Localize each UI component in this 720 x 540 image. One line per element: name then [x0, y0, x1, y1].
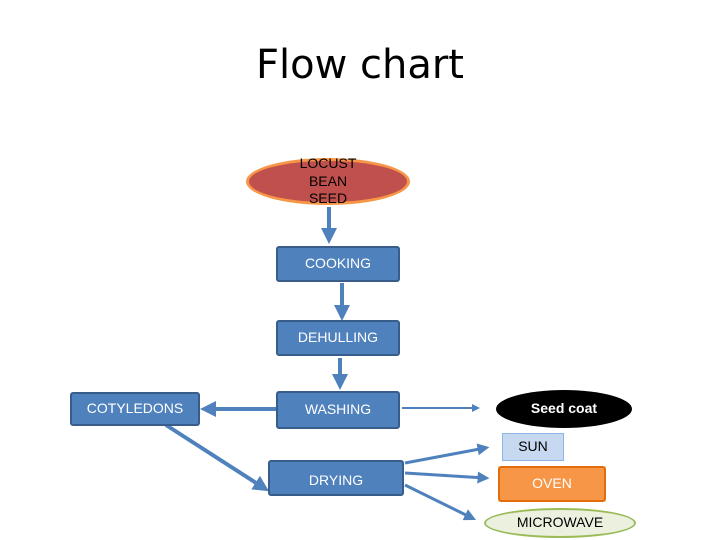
node-label: COTYLEDONS	[86, 400, 184, 417]
node-dehulling: DEHULLING	[276, 320, 400, 356]
node-oven: OVEN	[498, 466, 606, 502]
node-label: SUN	[518, 438, 548, 455]
node-label: WASHING	[304, 401, 372, 418]
node-microwave: MICROWAVE	[484, 508, 636, 538]
node-label: OVEN	[532, 475, 572, 492]
page-title: Flow chart	[255, 42, 464, 88]
node-locust-bean-seed: LOCUST BEAN SEED	[246, 155, 410, 207]
node-label: LOCUST BEAN SEED	[299, 155, 357, 207]
arrow-drying-to-microwave	[404, 483, 477, 521]
arrow-cotyledons-to-drying	[164, 423, 270, 492]
node-drying: DRYING	[268, 460, 404, 496]
node-sun: SUN	[502, 433, 564, 461]
node-label: COOKING	[304, 255, 372, 272]
node-cotyledons: COTYLEDONS	[70, 392, 200, 426]
node-label: DRYING	[308, 472, 364, 488]
node-label: MICROWAVE	[516, 514, 604, 531]
node-washing: WASHING	[276, 391, 400, 429]
node-label: Seed coat	[530, 400, 598, 417]
arrow-drying-to-sun	[404, 443, 490, 465]
arrow-drying-to-oven	[404, 471, 490, 484]
node-seed-coat: Seed coat	[496, 390, 632, 428]
node-label: DEHULLING	[297, 329, 379, 346]
node-cooking: COOKING	[276, 246, 400, 282]
